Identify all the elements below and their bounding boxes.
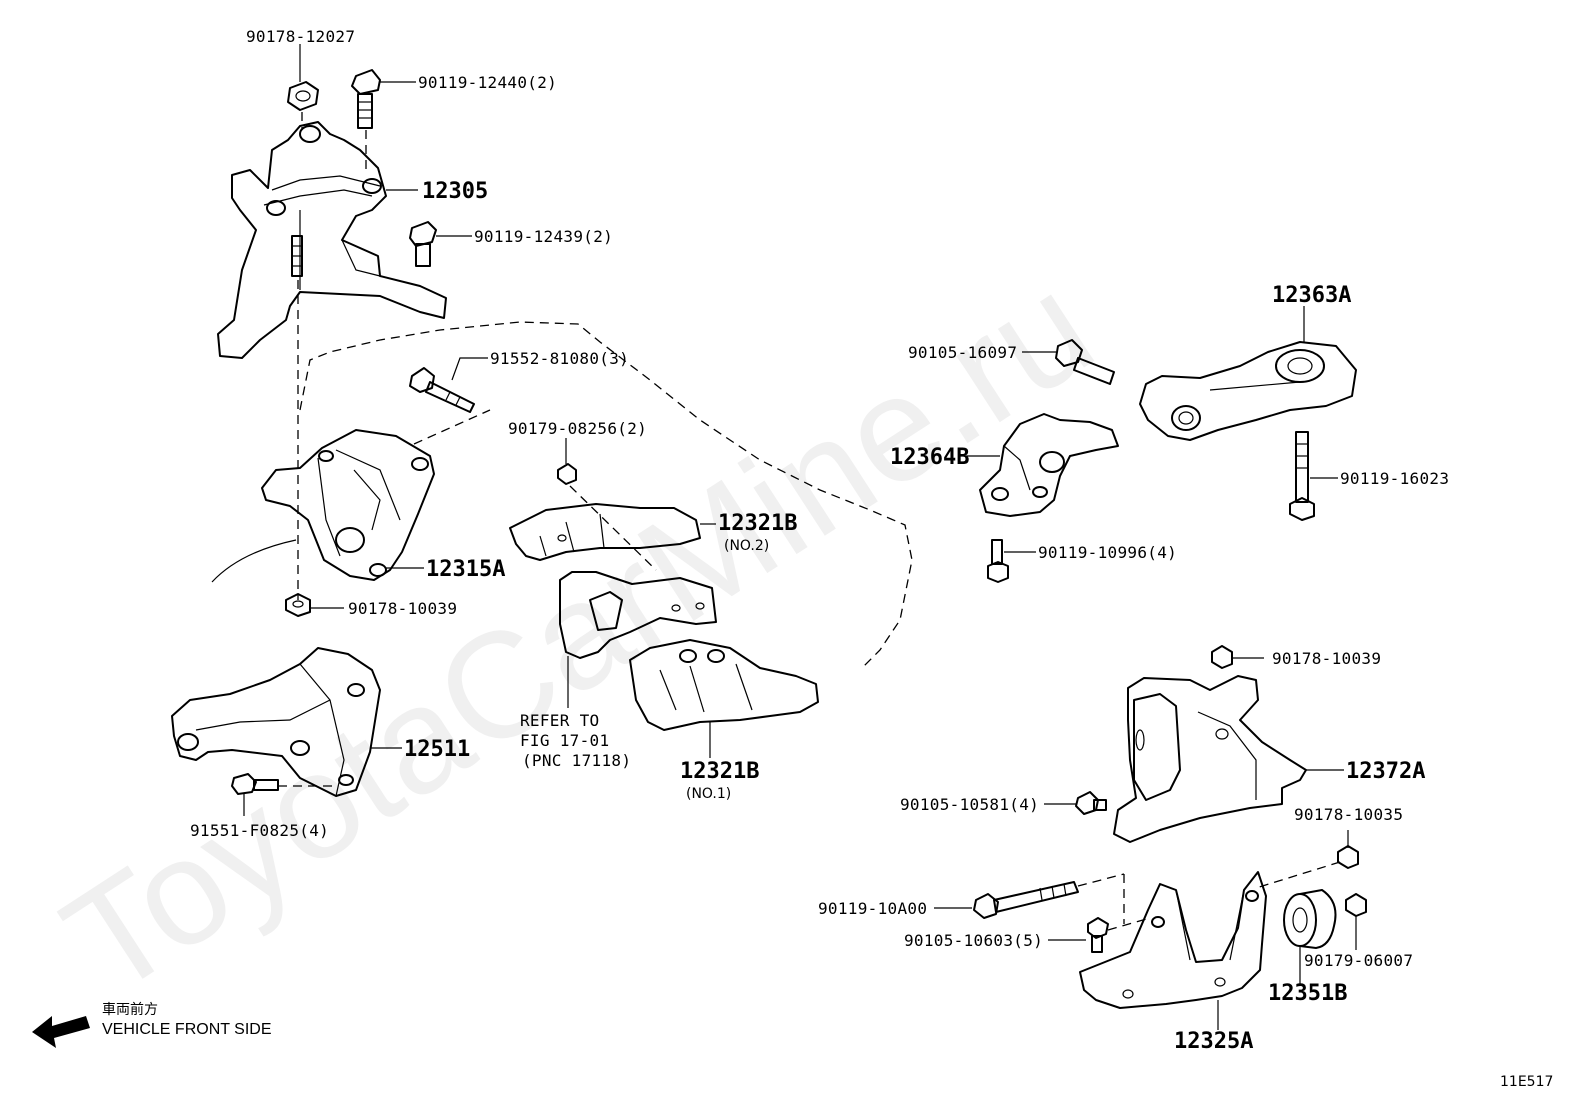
dashline-g: [1255, 861, 1341, 889]
label-12511: 12511: [404, 737, 470, 762]
label-12321B-no2-sub: (NO.2): [724, 538, 769, 554]
refer-line2: FIG 17-01: [520, 731, 609, 750]
heat-insulator-12321B-no1-drawing: [629, 639, 819, 731]
label-12315A: 12315A: [426, 557, 505, 582]
bolt-90119-10A00-drawing: [973, 881, 1079, 919]
stud-bolt-drawing: [291, 235, 303, 277]
label-90119-12440: 90119-12440(2): [418, 73, 557, 92]
stopper-12351B-drawing: [1283, 889, 1337, 949]
label-90178-10035: 90178-10035: [1294, 805, 1403, 824]
label-12321B-no1: 12321B: [680, 759, 759, 784]
bolt-90119-12439-drawing: [409, 221, 437, 267]
label-12372A: 12372A: [1346, 759, 1425, 784]
front-direction-arrow-icon: [32, 1016, 90, 1048]
label-12321B-no1-sub: (NO.1): [686, 786, 731, 802]
nut-90179-06007-drawing: [1345, 893, 1367, 917]
mount-12372A-drawing: [1113, 675, 1307, 843]
label-91551-F0825: 91551-F0825(4): [190, 821, 329, 840]
leader-91552-81080: [451, 357, 488, 381]
bolt-90105-10603-drawing: [1087, 917, 1109, 953]
bolt-90119-12440-drawing: [351, 69, 381, 129]
arc-line: [211, 539, 297, 583]
label-90105-16097: 90105-16097: [908, 343, 1017, 362]
dashline-f: [569, 485, 657, 571]
bracket-middle-drawing: [559, 571, 717, 659]
dashline-d: [413, 409, 491, 445]
label-90119-10A00: 90119-10A00: [818, 899, 927, 918]
label-90105-10581: 90105-10581(4): [900, 795, 1039, 814]
engine-outline-dashed: [299, 321, 913, 669]
label-12363A: 12363A: [1272, 283, 1351, 308]
bolt-90105-16097-drawing: [1055, 339, 1115, 385]
label-90105-10603: 90105-10603(5): [904, 931, 1043, 950]
bolt-90119-10996-drawing: [987, 539, 1009, 583]
label-90179-06007: 90179-06007: [1304, 951, 1413, 970]
label-12321B-no2: 12321B: [718, 511, 797, 536]
direction-english: VEHICLE FRONT SIDE: [102, 1021, 272, 1038]
label-90119-10996: 90119-10996(4): [1038, 543, 1177, 562]
label-12364B: 12364B: [890, 445, 969, 470]
label-12305: 12305: [422, 179, 488, 204]
label-91552-81080: 91552-81080(3): [490, 349, 629, 368]
heat-insulator-12321B-no2-drawing: [509, 503, 701, 561]
bracket-12364B-drawing: [979, 413, 1119, 517]
bracket-12511-drawing: [171, 647, 381, 797]
bolt-90105-10581-drawing: [1075, 791, 1107, 815]
nut-90178-12027-drawing: [287, 81, 319, 111]
label-90179-08256: 90179-08256(2): [508, 419, 647, 438]
label-90119-16023: 90119-16023: [1340, 469, 1449, 488]
nut-90178-10039-left-drawing: [285, 593, 311, 617]
label-90178-10039-right: 90178-10039: [1272, 649, 1381, 668]
label-12325A: 12325A: [1174, 1029, 1253, 1054]
nut-90178-10035-drawing: [1337, 845, 1359, 869]
refer-line3: (PNC 17118): [522, 751, 631, 770]
nut-90178-10039-right-drawing: [1211, 645, 1233, 669]
nut-90179-08256-drawing: [557, 463, 577, 485]
refer-line1: REFER TO: [520, 711, 599, 730]
label-90119-12439: 90119-12439(2): [474, 227, 613, 246]
bolt-91551-F0825-drawing: [231, 773, 279, 795]
torque-rod-12363A-drawing: [1139, 341, 1357, 441]
bracket-12325A-drawing: [1079, 871, 1267, 1009]
label-90178-10039-left: 90178-10039: [348, 599, 457, 618]
bolt-90119-16023-drawing: [1289, 431, 1315, 521]
dashline-h: [1077, 873, 1125, 887]
bolt-91552-81080-drawing: [409, 367, 475, 413]
bracket-12315A-drawing: [261, 429, 435, 581]
figure-code: 11E517: [1500, 1074, 1553, 1090]
direction-japanese: 車両前方: [102, 1001, 158, 1018]
label-12351B: 12351B: [1268, 981, 1347, 1006]
label-90178-12027: 90178-12027: [246, 27, 355, 46]
